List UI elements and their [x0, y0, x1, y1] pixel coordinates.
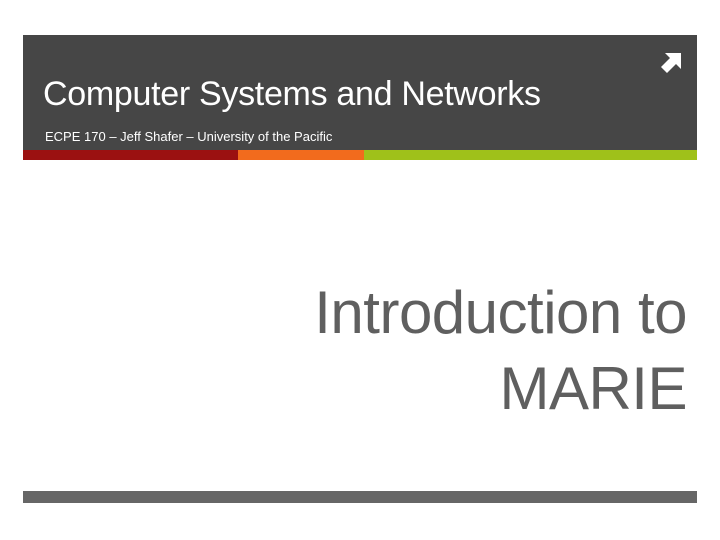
- course-subtitle: ECPE 170 – Jeff Shafer – University of t…: [45, 129, 333, 144]
- course-title: Computer Systems and Networks: [43, 75, 541, 113]
- accent-bar-orange: [238, 150, 364, 160]
- accent-bar-green: [364, 150, 697, 160]
- slide-title-line-2: MARIE: [499, 355, 687, 422]
- accent-bar-red: [23, 150, 238, 160]
- title-header: Computer Systems and Networks ECPE 170 –…: [23, 35, 697, 150]
- slide-title: Introduction to MARIE: [127, 275, 687, 427]
- footer-bar: [23, 491, 697, 503]
- slide-title-line-1: Introduction to: [314, 279, 687, 346]
- diagonal-arrow-icon: [661, 53, 681, 73]
